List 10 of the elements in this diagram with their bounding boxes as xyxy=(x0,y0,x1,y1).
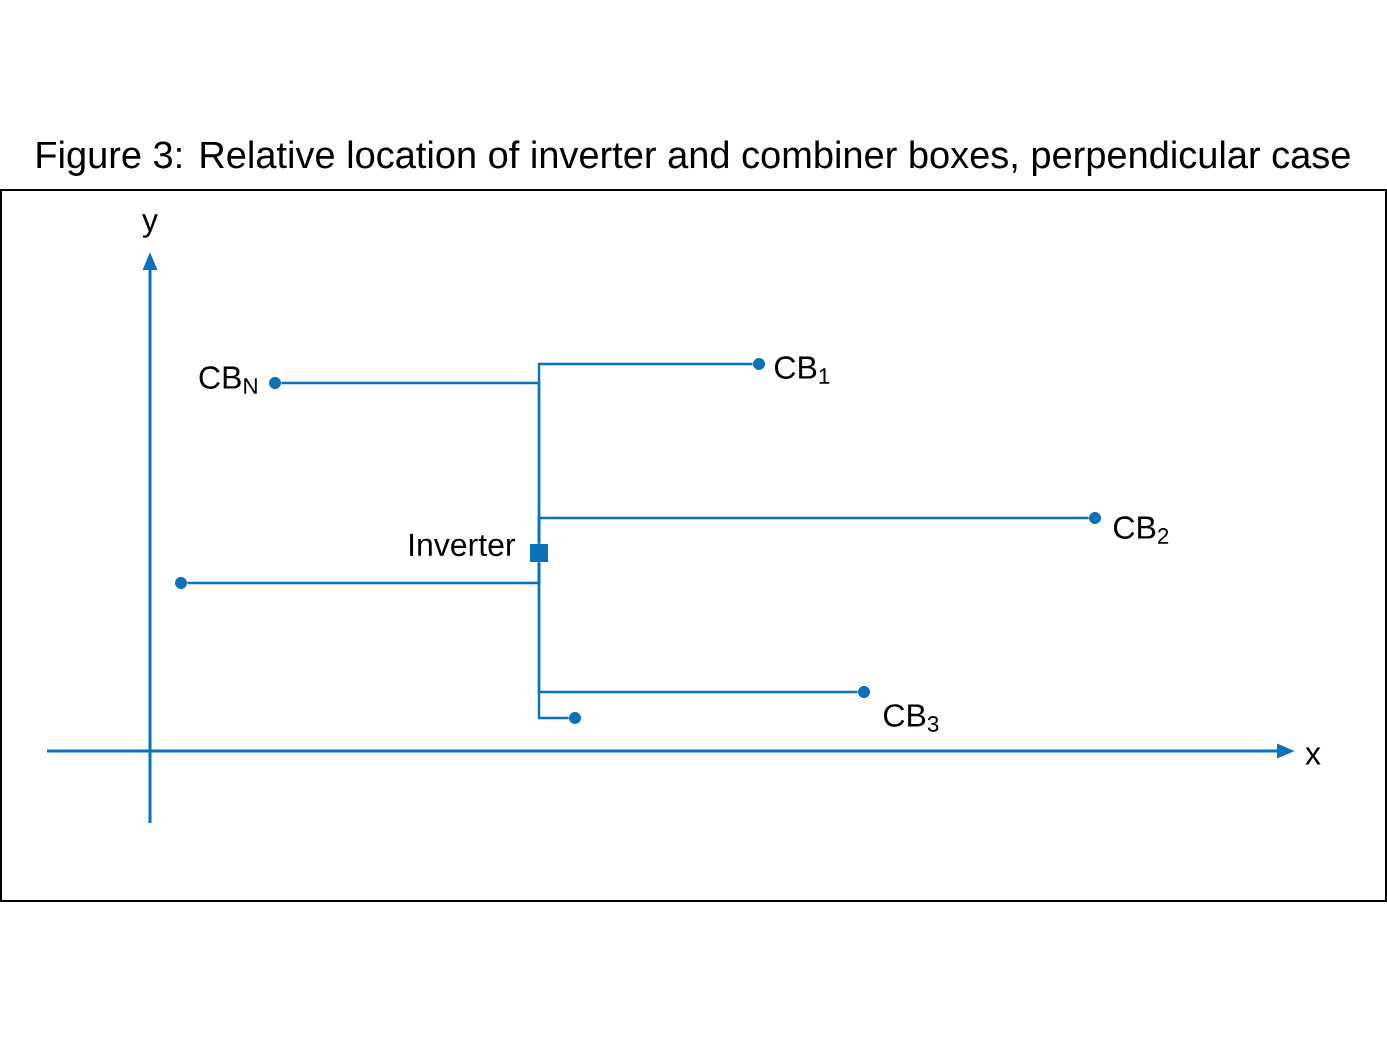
node-label: CB$_{2}$ xyxy=(1114,516,1169,544)
connector xyxy=(537,516,1089,544)
title: Figure 3: Relative location of inverter and combiner boxes, perpendicular case xyxy=(37,140,1350,176)
node-label: CB$_{3}$ xyxy=(884,704,939,732)
axis-label: y xyxy=(142,214,158,238)
node-label: CB$_{1}$ xyxy=(775,356,830,384)
node-label: Inverter xyxy=(410,533,516,557)
node-label: CB$_{N}$ xyxy=(199,366,257,394)
connector xyxy=(537,562,569,720)
axis-label: x xyxy=(1305,747,1321,765)
